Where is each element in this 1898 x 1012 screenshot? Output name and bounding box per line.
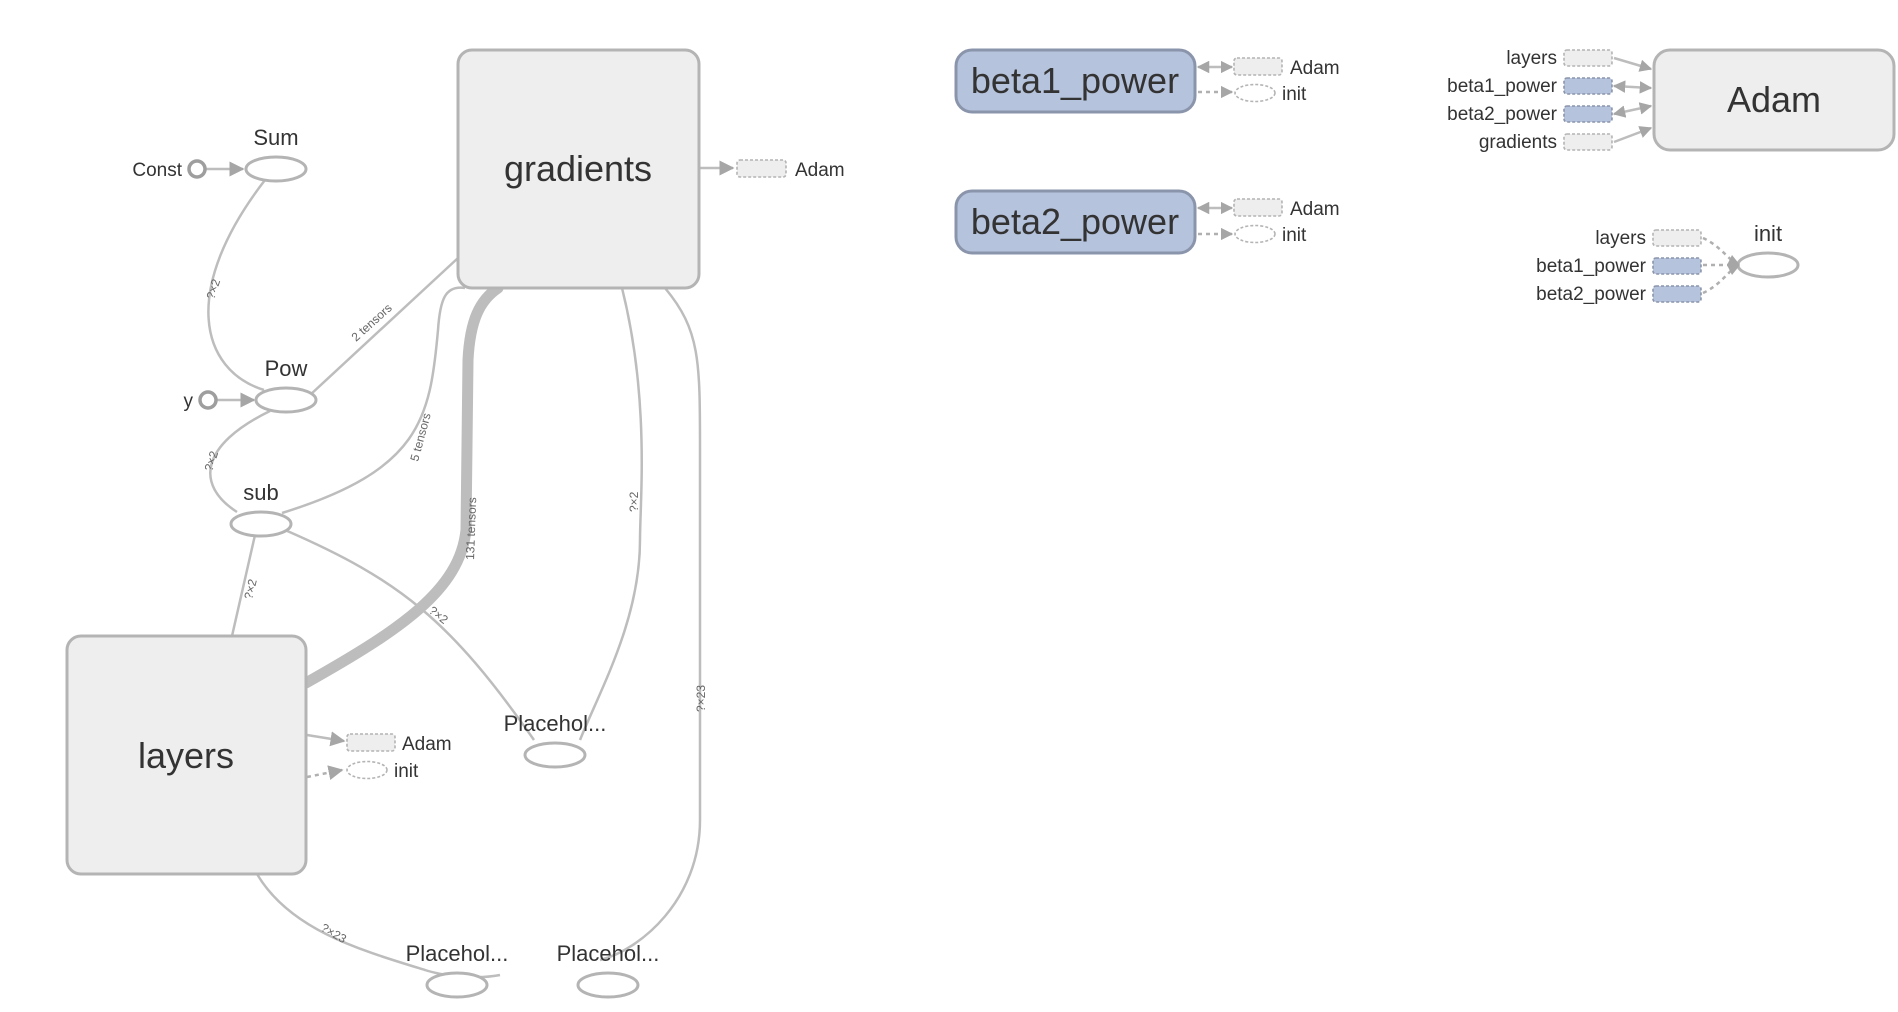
node-sum[interactable]: Sum bbox=[244, 125, 308, 183]
node-pow[interactable]: Pow bbox=[254, 356, 318, 414]
node-gradients-out-adam[interactable]: Adam bbox=[736, 159, 845, 181]
init-input-beta2-stub[interactable] bbox=[1652, 285, 1702, 303]
node-layers[interactable]: layers bbox=[65, 634, 308, 876]
beta1-out-init-label: init bbox=[1282, 84, 1307, 105]
init-merge-diamond bbox=[1727, 255, 1740, 275]
node-sum-label: Sum bbox=[253, 125, 298, 150]
init-input-beta1-stub[interactable] bbox=[1652, 257, 1702, 275]
node-sub[interactable]: sub bbox=[229, 480, 293, 538]
edge-sub-placeholder bbox=[284, 528, 536, 741]
beta1-out-adam-label: Adam bbox=[1290, 58, 1340, 79]
edge-layers-init bbox=[306, 765, 344, 781]
edge-label-gradients-placeholder: ?×2 bbox=[627, 491, 641, 512]
edge-layers-adam bbox=[306, 731, 346, 747]
beta2-out-init-label: init bbox=[1282, 225, 1307, 246]
node-gradients-label: gradients bbox=[504, 148, 652, 189]
adam-inputs: layers beta1_power beta2_power gradients bbox=[1447, 48, 1653, 153]
adam-input-layers-stub[interactable] bbox=[1563, 49, 1613, 67]
edge-adam-input-beta2 bbox=[1612, 102, 1653, 118]
edge-sub-layers bbox=[230, 534, 257, 637]
adam-input-beta1-stub[interactable] bbox=[1563, 77, 1613, 95]
edge-label-sub-placeholder: ?×2 bbox=[426, 603, 451, 627]
node-layers-out-adam[interactable]: Adam bbox=[346, 733, 452, 755]
edge-adam-input-gradients bbox=[1613, 126, 1653, 144]
node-beta2-power[interactable]: beta2_power bbox=[954, 189, 1197, 255]
edge-init-input-layers bbox=[1702, 236, 1736, 264]
adam-input-gradients-label: gradients bbox=[1479, 132, 1557, 153]
edge-pow-sub bbox=[209, 409, 271, 514]
adam-input-gradients-stub[interactable] bbox=[1563, 133, 1613, 151]
node-beta1-power-label: beta1_power bbox=[971, 60, 1179, 101]
adam-input-layers-label: layers bbox=[1506, 48, 1557, 69]
node-placeholder-2-label: Placehol... bbox=[406, 941, 509, 966]
layers-out-init-label: init bbox=[394, 761, 419, 782]
node-placeholder-3-label: Placehol... bbox=[557, 941, 660, 966]
edge-sum-pow bbox=[207, 179, 266, 392]
node-placeholder-2[interactable]: Placehol... bbox=[406, 941, 509, 999]
node-init[interactable]: init bbox=[1736, 221, 1800, 279]
node-adam[interactable]: Adam bbox=[1652, 48, 1896, 152]
node-const[interactable]: Const bbox=[132, 159, 207, 181]
gradients-out-adam-label: Adam bbox=[795, 160, 845, 181]
adam-input-beta2-stub[interactable] bbox=[1563, 105, 1613, 123]
node-placeholder-1[interactable]: Placehol... bbox=[504, 711, 607, 769]
init-input-layers-label: layers bbox=[1595, 228, 1646, 249]
node-beta1-out-adam[interactable]: Adam bbox=[1233, 57, 1340, 79]
edge-label-sum-pow: ?×2 bbox=[204, 277, 224, 301]
init-input-beta2-label: beta2_power bbox=[1536, 284, 1647, 305]
node-adam-label: Adam bbox=[1727, 79, 1821, 120]
main-graph-edges bbox=[206, 160, 735, 979]
node-const-label: Const bbox=[132, 160, 182, 181]
edge-adam-input-layers bbox=[1613, 56, 1653, 72]
edge-label-layers-gradients: 131 tensors bbox=[463, 497, 479, 560]
node-beta2-out-adam[interactable]: Adam bbox=[1233, 198, 1340, 220]
node-layers-out-init[interactable]: init bbox=[346, 760, 419, 782]
edge-adam-input-beta1 bbox=[1612, 80, 1653, 94]
node-layers-label: layers bbox=[138, 735, 234, 776]
edge-gradients-placeholder bbox=[578, 287, 643, 741]
adam-input-beta2-label: beta2_power bbox=[1447, 104, 1558, 125]
beta2-out-adam-label: Adam bbox=[1290, 199, 1340, 220]
init-inputs: layers beta1_power beta2_power bbox=[1536, 228, 1740, 305]
edge-label-gradients-placeholder-bottom: ?×23 bbox=[694, 685, 708, 712]
init-input-beta1-label: beta1_power bbox=[1536, 256, 1647, 277]
adam-input-beta1-label: beta1_power bbox=[1447, 76, 1558, 97]
edge-sub-gradients bbox=[281, 286, 466, 515]
node-beta2-out-init[interactable]: init bbox=[1234, 224, 1307, 246]
layers-out-adam-label: Adam bbox=[402, 734, 452, 755]
edge-init-input-beta2 bbox=[1702, 266, 1736, 295]
node-init-label: init bbox=[1754, 221, 1782, 246]
edge-label-pow-sub: ?×2 bbox=[202, 449, 222, 473]
node-placeholder-3[interactable]: Placehol... bbox=[557, 941, 660, 999]
node-placeholder-1-label: Placehol... bbox=[504, 711, 607, 736]
edge-label-sub-layers: ?×2 bbox=[241, 577, 260, 600]
edge-layers-gradients bbox=[300, 282, 504, 689]
node-y-label: y bbox=[184, 391, 194, 412]
edge-gradients-placeholder-bottom bbox=[599, 287, 702, 962]
init-input-layers-stub[interactable] bbox=[1652, 229, 1702, 247]
node-pow-label: Pow bbox=[265, 356, 308, 381]
node-gradients[interactable]: gradients bbox=[456, 48, 701, 290]
node-sub-label: sub bbox=[243, 480, 278, 505]
node-beta2-power-label: beta2_power bbox=[971, 201, 1179, 242]
node-beta1-out-init[interactable]: init bbox=[1234, 83, 1307, 105]
node-y[interactable]: y bbox=[184, 390, 218, 412]
node-beta1-power[interactable]: beta1_power bbox=[954, 48, 1197, 114]
edge-pow-gradients bbox=[309, 257, 459, 396]
